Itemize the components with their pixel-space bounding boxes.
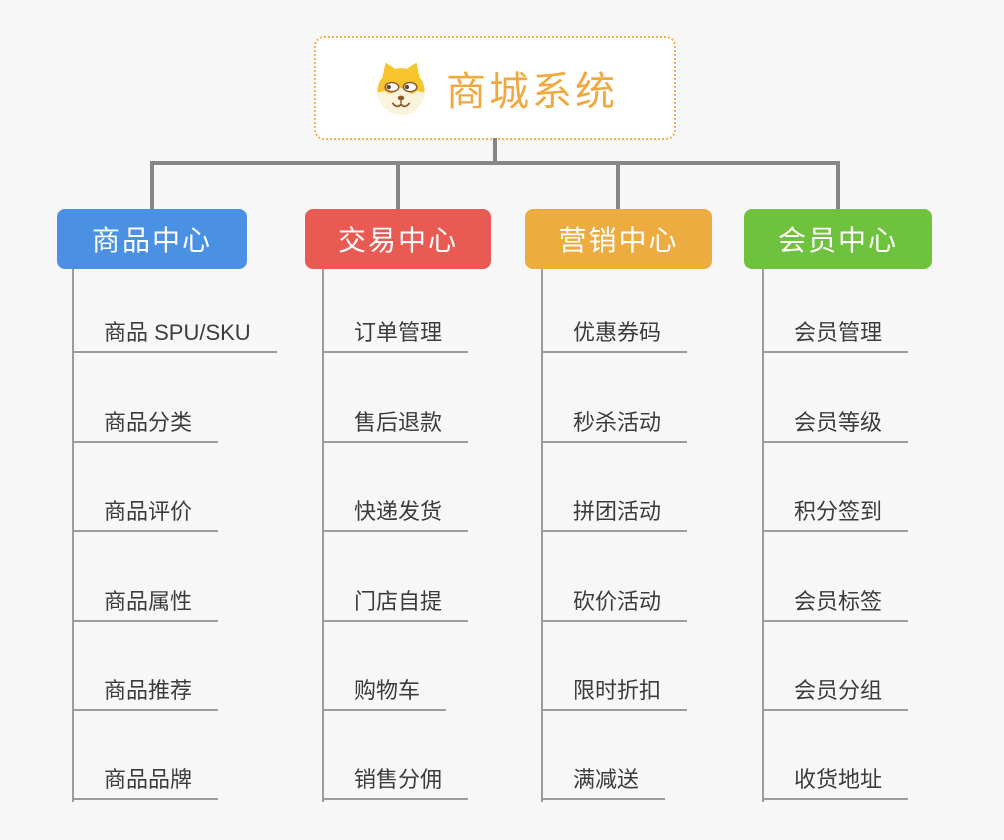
branch-spine [72, 269, 74, 802]
branch-spine [762, 269, 764, 802]
mindmap-item[interactable]: 满减送 [541, 760, 666, 800]
mindmap-item[interactable]: 会员标签 [762, 582, 909, 622]
mindmap-item[interactable]: 商品推荐 [72, 671, 219, 711]
mindmap-item[interactable]: 快递发货 [322, 492, 469, 532]
mindmap-item[interactable]: 购物车 [322, 671, 447, 711]
connector-root-drop [493, 138, 497, 163]
branch-node-marketing[interactable]: 营销中心 [525, 209, 712, 269]
mindmap-item[interactable]: 商品品牌 [72, 760, 219, 800]
mindmap-item[interactable]: 会员分组 [762, 671, 909, 711]
mindmap-item[interactable]: 优惠券码 [541, 313, 688, 353]
branch-node-trade[interactable]: 交易中心 [305, 209, 491, 269]
mindmap-item[interactable]: 会员管理 [762, 313, 909, 353]
connector-bus [150, 161, 840, 165]
mindmap-item[interactable]: 商品属性 [72, 582, 219, 622]
mindmap-item[interactable]: 积分签到 [762, 492, 909, 532]
mindmap-item[interactable]: 订单管理 [322, 313, 469, 353]
mindmap-item[interactable]: 商品分类 [72, 403, 219, 443]
mindmap-item[interactable]: 门店自提 [322, 582, 469, 622]
branch-spine [541, 269, 543, 802]
mindmap-item[interactable]: 售后退款 [322, 403, 469, 443]
mindmap-item[interactable]: 会员等级 [762, 403, 909, 443]
mindmap-item[interactable]: 收货地址 [762, 760, 909, 800]
connector-branch-drop [396, 161, 400, 210]
branch-node-product[interactable]: 商品中心 [57, 209, 247, 269]
root-title: 商城系统 [446, 70, 618, 114]
mindmap-item[interactable]: 限时折扣 [541, 671, 688, 711]
mindmap-item[interactable]: 商品 SPU/SKU [72, 313, 277, 353]
connector-branch-drop [836, 161, 840, 210]
branch-node-member[interactable]: 会员中心 [744, 209, 932, 269]
connector-branch-drop [616, 161, 620, 210]
mindmap-item[interactable]: 砍价活动 [541, 582, 688, 622]
connector-branch-drop [150, 161, 154, 210]
mindmap-item[interactable]: 秒杀活动 [541, 403, 688, 443]
branch-spine [322, 269, 324, 802]
root-node[interactable]: 商城系统 [314, 36, 676, 140]
mindmap-item[interactable]: 销售分佣 [322, 760, 469, 800]
mindmap-item[interactable]: 拼团活动 [541, 492, 688, 532]
doge-icon [372, 59, 430, 117]
mindmap-item[interactable]: 商品评价 [72, 492, 219, 532]
